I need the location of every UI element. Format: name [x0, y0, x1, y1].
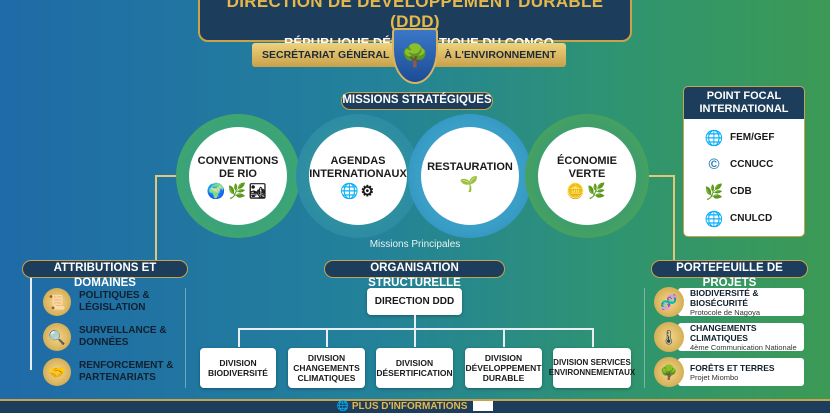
gef-globe-icon: 🌐 — [704, 129, 724, 147]
un-emblem-icon: 🌐 — [704, 210, 724, 228]
unfccc-icon: © — [708, 156, 720, 173]
attributions-tree-line — [30, 278, 32, 370]
ribbon-left: SECRÉTARIAT GÉNÉRAL — [262, 49, 390, 61]
coins-sprout-icon: 🪙🌿 — [566, 182, 608, 200]
attribution-item: 📜 POLITIQUES & LÉGISLATION — [43, 286, 183, 318]
focal-item: 🌐 FEM/GEF — [684, 124, 804, 151]
project-subtitle: Protocole de Nagoya — [690, 307, 761, 317]
focal-title: POINT FOCAL INTERNATIONAL — [684, 87, 804, 119]
tree-icon: 🌳 — [654, 357, 684, 387]
division-box: DIVISION BIODIVERSITÉ — [200, 348, 276, 388]
direction-box: DIRECTION DDD — [367, 288, 462, 315]
attribution-label: RENFORCEMENT & PARTENARIATS — [79, 360, 174, 383]
attribution-item: 🔍 SURVEILLANCE & DONNÉES — [43, 321, 183, 353]
division-box: DIVISION CHANGEMENTS CLIMATIQUES — [288, 348, 365, 388]
attributions-list: 📜 POLITIQUES & LÉGISLATION 🔍 SURVEILLANCE … — [43, 286, 183, 391]
focal-point-panel: POINT FOCAL INTERNATIONAL 🌐 FEM/GEF © CCNU… — [683, 86, 805, 237]
missions-caption: Missions Principales — [369, 239, 461, 250]
more-info-link[interactable]: PLUS D'INFORMATIONS — [351, 401, 468, 412]
org-connector — [414, 315, 416, 328]
org-connector — [592, 328, 594, 347]
division-box: DIVISION DÉSERTIFICATION — [376, 348, 453, 388]
attribution-label: POLITIQUES & LÉGISLATION — [79, 290, 150, 313]
org-connector — [503, 328, 505, 347]
focal-label: CDB — [730, 186, 752, 197]
globe-icon: 🌐 — [336, 401, 352, 412]
focal-item: 🌐 CNULCD — [684, 205, 804, 232]
project-title: FORÊTS ET TERRES — [690, 362, 775, 373]
project-subtitle: Projet Miombo — [690, 372, 739, 382]
handshake-icon: 🤝 — [43, 358, 71, 386]
focal-label: FEM/GEF — [730, 132, 775, 143]
mission-label: AGENDAS INTERNATIONAUX — [309, 154, 407, 180]
cbd-leaf-icon: 🌿 — [704, 183, 724, 201]
connector-right — [673, 175, 675, 260]
shield-emblem-icon: 🌳 — [392, 28, 438, 84]
qr-code-icon — [473, 401, 494, 412]
attributions-title: ATTRIBUTIONS ET DOMAINES — [22, 260, 188, 289]
connector-left — [155, 175, 157, 260]
thermometer-icon: 🌡 — [654, 322, 684, 352]
focal-item: © CCNUCC — [684, 151, 804, 178]
mission-agendas: AGENDAS INTERNATIONAUX 🌐⚙ — [296, 114, 420, 238]
chart-magnifier-icon: 🔍 — [43, 323, 71, 351]
mission-economie-verte: ÉCONOMIE VERTE 🪙🌿 — [525, 114, 649, 238]
ribbon-right: À L'ENVIRONNEMENT — [444, 49, 556, 61]
page-title: DIRECTION DE DÉVELOPPEMENT DURABLE (DDD) — [226, 0, 604, 31]
portfolio-title: PORTEFEUILLE DE PROJETS — [651, 260, 808, 289]
attribution-item: 🤝 RENFORCEMENT & PARTENARIATS — [43, 356, 183, 388]
globe-leaf-desert-icon: 🌍🌿🏜 — [206, 182, 270, 200]
footer-bar: 🌐 PLUS D'INFORMATIONS — [0, 399, 830, 413]
organisation-title: ORGANISATION STRUCTURELLE — [324, 260, 505, 289]
dna-icon: 🧬 — [654, 287, 684, 317]
org-connector — [238, 328, 593, 330]
org-connector — [414, 328, 416, 347]
project-subtitle: 4ème Communication Nationale — [690, 342, 797, 352]
globe-gear-icon: 🌐⚙ — [339, 182, 377, 200]
document-scroll-icon: 📜 — [43, 288, 71, 316]
mission-label: ÉCONOMIE VERTE — [557, 154, 617, 180]
focal-label: CNULCD — [730, 213, 773, 224]
division-box: DIVISION DÉVELOPPEMENT DURABLE — [465, 348, 542, 388]
org-connector — [238, 328, 240, 347]
divider — [644, 288, 645, 388]
missions-title: MISSIONS STRATÉGIQUES — [341, 92, 493, 110]
mission-label: RESTAURATION — [427, 161, 513, 173]
focal-label: CCNUCC — [730, 159, 774, 170]
mission-restauration: RESTAURATION 🌱 — [408, 114, 532, 238]
project-title: CHANGEMENTS CLIMATIQUES — [690, 322, 757, 343]
divider — [185, 288, 186, 388]
division-box: DIVISION SERVICES ENVIRONNEMENTAUX — [549, 348, 635, 388]
attribution-label: SURVEILLANCE & DONNÉES — [79, 325, 167, 348]
focal-item: 🌿 CDB — [684, 178, 804, 205]
mission-conventions-rio: CONVENTIONS DE RIO 🌍🌿🏜 — [176, 114, 300, 238]
mission-label: CONVENTIONS DE RIO — [197, 154, 279, 180]
org-connector — [326, 328, 328, 347]
project-title: BIODIVERSITÉ & BIOSÉCURITÉ — [690, 287, 759, 308]
sprout-hand-icon: 🌱 — [459, 176, 481, 193]
